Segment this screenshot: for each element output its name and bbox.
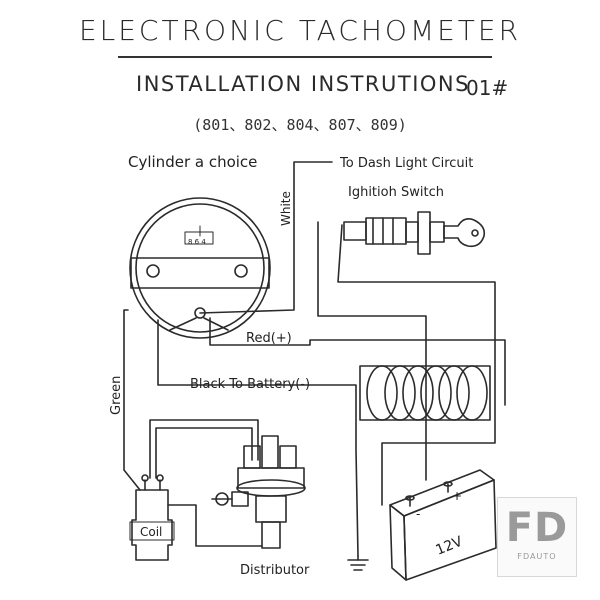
wire-coil-windings [359,365,491,421]
cylinder-choice-label: Cylinder a choice [128,153,257,171]
distributor-label: Distributor [240,563,310,578]
battery-voltage-label: 12V [434,533,466,558]
tachometer-gauge [129,197,271,339]
battery-positive-label: + [452,489,462,503]
coil-label: Coil [140,525,162,539]
fdauto-logo: FD FDAUTO [497,497,577,577]
logo-mark: FD [505,505,569,551]
logo-caption: FDAUTO [517,552,557,561]
title-underline [118,56,492,58]
red-wire-label: Red(+) [246,331,292,346]
ignition-switch [343,211,486,255]
model-list: (801、802、804、807、809) [193,116,407,134]
diagram-title: ELECTRONIC TACHOMETER [78,14,522,47]
black-wire-label: Black To Battery(-) [190,377,310,392]
white-wire [199,161,333,314]
cylinder-selector-label: 8 6 4 [188,238,206,246]
battery-negative-label: - [416,507,420,521]
ignition-coil [129,474,175,561]
green-wire-label: Green [109,376,124,415]
ignition-switch-label: Ighitioh Switch [348,185,444,200]
ground-symbol [347,555,369,571]
dash-light-label: To Dash Light Circuit [339,156,473,171]
white-wire-label: White [279,191,293,226]
battery [389,469,497,581]
part-number: 01# [466,76,509,100]
diagram-subtitle: INSTALLATION INSTRUTIONS [136,72,470,96]
distributor [211,435,306,549]
